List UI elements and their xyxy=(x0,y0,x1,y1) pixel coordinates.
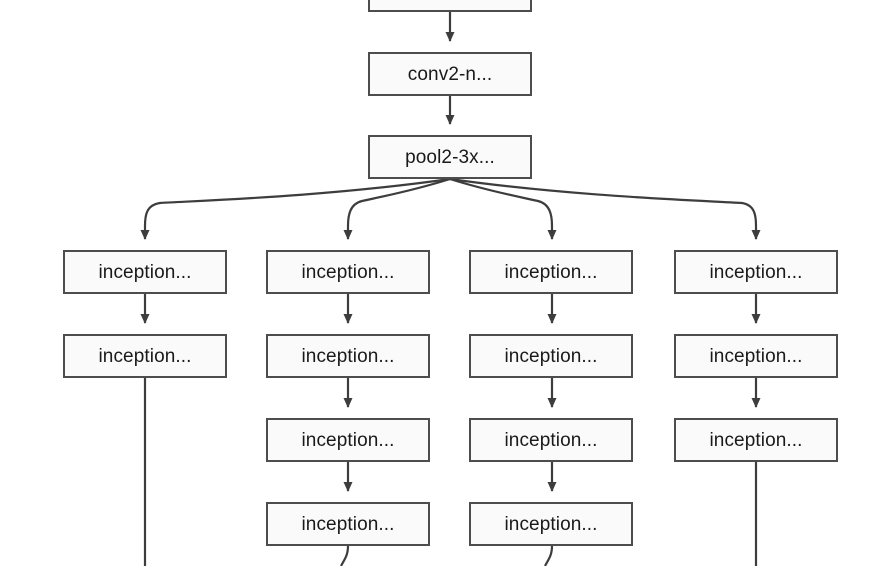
node-top-partial[interactable] xyxy=(368,0,532,12)
node-col2-row1[interactable]: inception... xyxy=(266,250,430,294)
node-col3-row1[interactable]: inception... xyxy=(469,250,633,294)
edge-col2-trailing xyxy=(340,545,350,566)
node-col1-row1[interactable]: inception... xyxy=(63,250,227,294)
edge-col3-trailing xyxy=(544,545,554,566)
node-col3-row2[interactable]: inception... xyxy=(469,334,633,378)
node-col2-row2[interactable]: inception... xyxy=(266,334,430,378)
edge-pool2-to-col4 xyxy=(449,177,761,240)
node-col4-row2[interactable]: inception... xyxy=(674,334,838,378)
node-pool2[interactable]: pool2-3x... xyxy=(368,135,532,179)
node-col4-row3[interactable]: inception... xyxy=(674,418,838,462)
node-col1-row2[interactable]: inception... xyxy=(63,334,227,378)
node-col3-row4[interactable]: inception... xyxy=(469,502,633,546)
node-col2-row3[interactable]: inception... xyxy=(266,418,430,462)
edge-pool2-to-col2 xyxy=(343,177,451,240)
node-col2-row4[interactable]: inception... xyxy=(266,502,430,546)
node-conv2[interactable]: conv2-n... xyxy=(368,52,532,96)
node-col3-row3[interactable]: inception... xyxy=(469,418,633,462)
edge-pool2-to-col3 xyxy=(449,177,557,240)
node-col4-row1[interactable]: inception... xyxy=(674,250,838,294)
edge-pool2-to-col1 xyxy=(140,177,451,240)
